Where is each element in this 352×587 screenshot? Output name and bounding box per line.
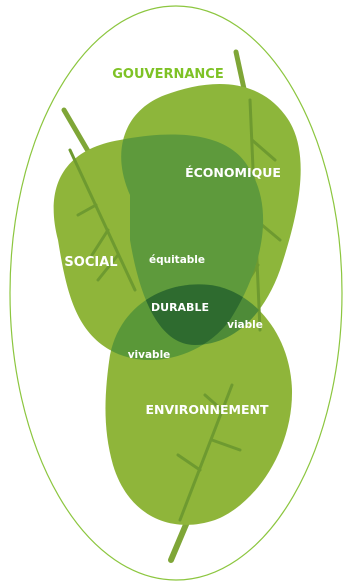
economic-label: ÉCONOMIQUE <box>185 165 281 180</box>
environment-label: ENVIRONNEMENT <box>145 402 268 417</box>
viable-label: viable <box>227 319 263 331</box>
durable-label: DURABLE <box>151 301 209 314</box>
vivable-label: vivable <box>128 349 171 361</box>
title-governance: GOUVERNANCE <box>112 67 223 82</box>
equitable-label: équitable <box>149 254 205 266</box>
social-label: SOCIAL <box>64 255 117 270</box>
oval-outline <box>9 5 343 581</box>
